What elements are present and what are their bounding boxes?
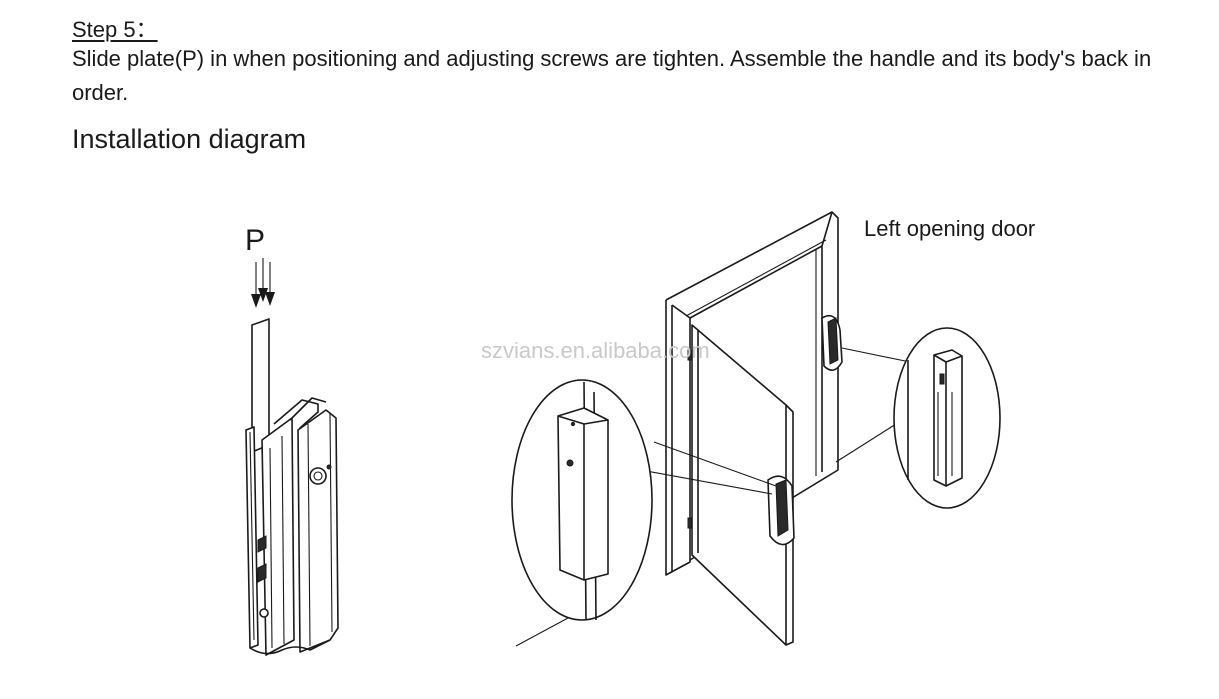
insert-arrows [251,258,275,308]
door-frame [665,211,839,576]
watermark: szvians.en.alibaba.com [481,338,710,363]
door-armature [767,475,795,546]
step-heading: Step 5： [72,17,158,42]
door-illustration: Left opening door [511,211,1035,647]
door-label: Left opening door [864,216,1035,241]
detail-circle-right [893,327,1001,509]
step-instructions: Slide plate(P) in when positioning and a… [72,46,1152,105]
frame-lock [821,314,843,371]
detail-circle-left [511,379,653,621]
handle-body [245,397,339,656]
plate-label: P [245,224,265,257]
handle-assembly: P [245,224,339,656]
section-title: Installation diagram [72,124,307,154]
